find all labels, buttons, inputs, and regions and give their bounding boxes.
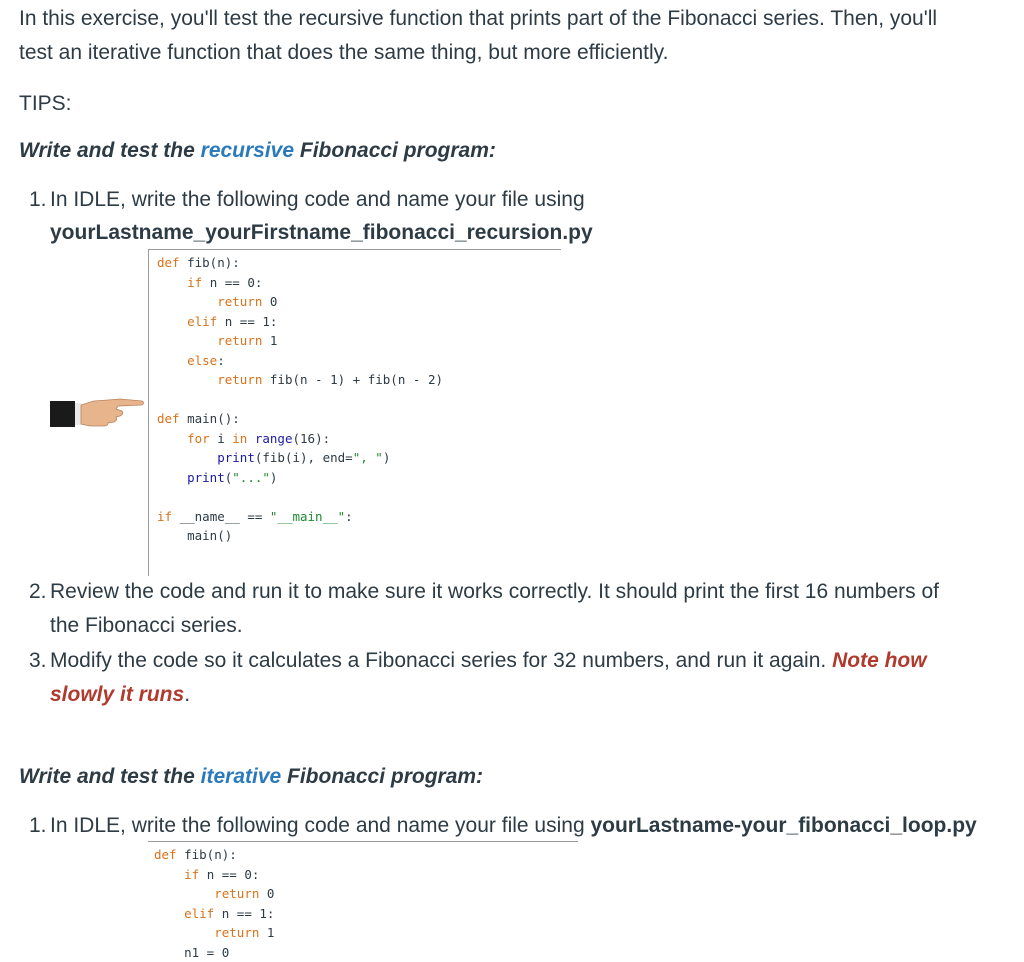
code-line: def fib(n): <box>157 253 240 273</box>
code-line: if n == 0: <box>157 273 262 293</box>
code-line: if n == 0: <box>154 865 259 885</box>
code-line: elif n == 1: <box>157 312 277 332</box>
code-line: return 1 <box>154 923 274 943</box>
code-line: return 1 <box>157 331 277 351</box>
heading-text: Fibonacci program: <box>294 139 496 162</box>
iterative-link[interactable]: iterative <box>201 765 282 788</box>
step-3-line-2: slowly it runs. <box>50 678 190 712</box>
tips-label: TIPS: <box>19 87 72 121</box>
code-line: return fib(n - 1) + fib(n - 2) <box>157 370 443 390</box>
step-number: 1. <box>29 809 47 843</box>
recursion-filename: yourLastname_yourFirstname_fibonacci_rec… <box>50 216 593 250</box>
code-line: for i in range(16): <box>157 429 330 449</box>
pointing-hand-icon <box>50 393 146 435</box>
code-line: return 0 <box>154 884 274 904</box>
code-line: elif n == 1: <box>154 904 274 924</box>
code-line: def main(): <box>157 409 240 429</box>
code-line: n1 = 0 <box>154 943 229 962</box>
heading-text: Fibonacci program: <box>281 765 483 788</box>
step-number: 1. <box>29 183 47 217</box>
note-emphasis: Note how <box>832 649 927 672</box>
loop-filename: yourLastname-your_fibonacci_loop.py <box>590 814 976 837</box>
code-line: print("...") <box>157 468 277 488</box>
heading-text: Write and test the <box>19 765 201 788</box>
code-line: if __name__ == "__main__": <box>157 507 353 527</box>
code-line: return 0 <box>157 292 277 312</box>
step-2-line-2: the Fibonacci series. <box>50 609 243 643</box>
step-text: In IDLE, write the following code and na… <box>50 814 590 837</box>
section-heading-iterative: Write and test the iterative Fibonacci p… <box>19 760 483 794</box>
step-3-line-1: Modify the code so it calculates a Fibon… <box>50 644 927 678</box>
code-line: print(fib(i), end=", ") <box>157 448 390 468</box>
step-number: 3. <box>29 644 47 678</box>
code-block-iterative <box>148 841 578 842</box>
code-line: def fib(n): <box>154 845 237 865</box>
code-line: else: <box>157 351 225 371</box>
code-line: main() <box>157 526 232 546</box>
step-number: 2. <box>29 575 47 609</box>
step-3-text: Modify the code so it calculates a Fibon… <box>50 649 832 672</box>
section-heading-recursive: Write and test the recursive Fibonacci p… <box>19 134 496 168</box>
recursive-link[interactable]: recursive <box>201 139 294 162</box>
intro-line-2: test an iterative function that does the… <box>19 36 668 70</box>
note-emphasis: slowly it runs <box>50 683 184 706</box>
heading-text: Write and test the <box>19 139 201 162</box>
step-1-text-iterative: In IDLE, write the following code and na… <box>50 809 977 843</box>
step-2-line-1: Review the code and run it to make sure … <box>50 575 939 609</box>
intro-line-1: In this exercise, you'll test the recurs… <box>19 2 937 36</box>
step-3-text: . <box>184 683 190 706</box>
step-1-text: In IDLE, write the following code and na… <box>50 183 585 217</box>
